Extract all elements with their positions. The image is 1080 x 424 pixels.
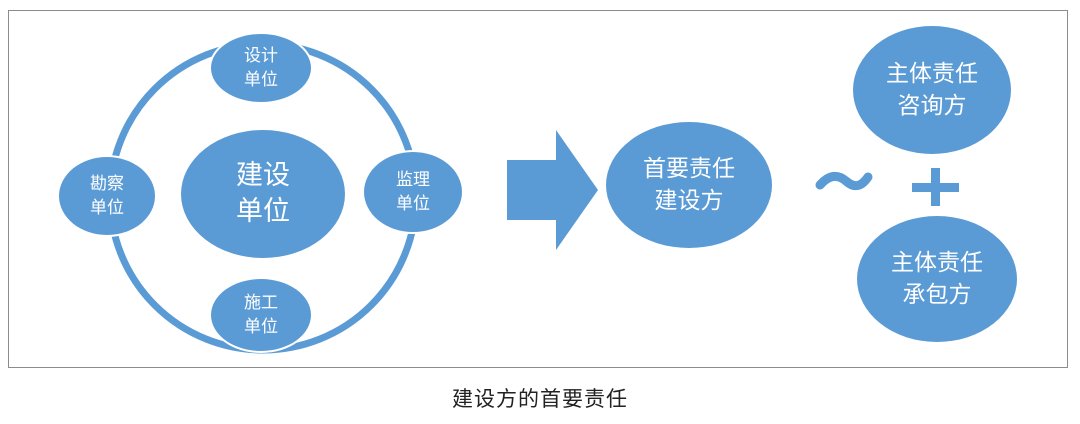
node-survey-line2: 单位 (90, 198, 124, 218)
node-supervision-unit: 监理 单位 (362, 150, 464, 234)
node-primary-line2: 建设方 (654, 188, 724, 214)
node-contractor-line1: 主体责任 (891, 250, 983, 276)
node-primary-line1: 首要责任 (643, 156, 735, 182)
tilde-icon (815, 171, 873, 191)
node-design-unit: 设计 单位 (209, 32, 313, 104)
node-consulting-line2: 咨询方 (897, 93, 967, 119)
node-consulting-party: 主体责任 咨询方 (853, 26, 1011, 154)
node-construction-unit: 施工 单位 (209, 277, 313, 353)
node-design-line1: 设计 (244, 46, 278, 66)
node-contractor-party: 主体责任 承包方 (857, 216, 1017, 342)
node-survey-unit: 勘察 单位 (57, 155, 157, 237)
node-primary-responsibility: 首要责任 建设方 (606, 122, 772, 248)
node-center-line2: 单位 (236, 196, 290, 227)
node-survey-line1: 勘察 (90, 174, 124, 194)
right-arrow-icon (507, 130, 598, 250)
node-construction-line2: 单位 (244, 317, 278, 337)
node-design-line2: 单位 (244, 70, 278, 90)
node-supervision-line1: 监理 (396, 170, 430, 190)
node-supervision-line2: 单位 (396, 194, 430, 214)
node-contractor-line2: 承包方 (902, 282, 972, 308)
plus-icon-horizontal (912, 183, 959, 192)
node-center-line1: 建设 (236, 160, 290, 191)
node-construction-party: 建设 单位 (181, 130, 345, 258)
figure-caption: 建设方的首要责任 (452, 387, 628, 411)
node-construction-line1: 施工 (244, 293, 278, 313)
node-consulting-line1: 主体责任 (886, 61, 978, 87)
